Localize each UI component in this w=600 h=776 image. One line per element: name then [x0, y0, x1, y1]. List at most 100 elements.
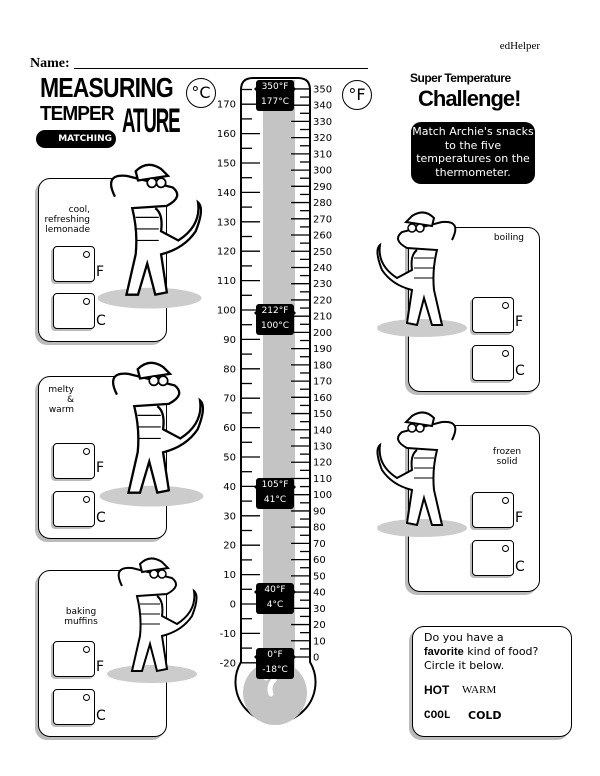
- marker-celsius: 100°C: [261, 320, 289, 331]
- unit-label-c: C: [96, 708, 106, 724]
- celsius-tick-label: 110: [217, 276, 236, 287]
- favorite-bold: favorite: [424, 646, 464, 658]
- answer-box-celsius[interactable]: [53, 689, 95, 725]
- celsius-tick-label: 10: [223, 570, 236, 581]
- word-hot[interactable]: HOT: [424, 683, 450, 697]
- marker-celsius: 4°C: [266, 600, 284, 611]
- gator-pizza-illustration: [70, 360, 210, 510]
- snack-caption: frozen solid: [492, 447, 522, 467]
- challenge-instructions: Match Archie's snacks to the five temper…: [411, 122, 535, 184]
- celsius-tick-label: 160: [217, 129, 236, 140]
- marker-fahrenheit: 105°F: [261, 479, 289, 490]
- fahrenheit-tick-label: 70: [313, 539, 326, 550]
- answer-box-celsius[interactable]: [53, 491, 95, 527]
- fahrenheit-tick-label: 260: [313, 231, 332, 242]
- snack-caption: melty & warm: [48, 385, 74, 415]
- challenge-title: Challenge!: [418, 86, 521, 111]
- fahrenheit-tick-label: 160: [313, 393, 332, 404]
- celsius-symbol: °C: [186, 78, 216, 108]
- unit-label-c: C: [515, 559, 525, 575]
- name-label: Name:: [30, 56, 70, 71]
- fahrenheit-tick-label: 240: [313, 263, 332, 274]
- celsius-tick-label: 40: [223, 482, 236, 493]
- fahrenheit-tick-label: 100: [313, 490, 332, 501]
- fahrenheit-tick-label: 280: [313, 198, 332, 209]
- fahrenheit-tick-label: 350: [313, 84, 332, 95]
- unit-label-f: F: [96, 460, 105, 476]
- celsius-tick-label: 150: [217, 159, 236, 170]
- fahrenheit-tick-label: 30: [313, 604, 326, 615]
- celsius-tick-label: -10: [220, 629, 236, 640]
- title-line2: TEMPER: [40, 103, 114, 125]
- answer-box-fahrenheit[interactable]: [472, 297, 514, 333]
- fahrenheit-tick-label: 330: [313, 117, 332, 128]
- unit-label-c: C: [515, 363, 525, 379]
- fahrenheit-tick-label: 110: [313, 474, 332, 485]
- favorite-post: kind of food?: [467, 645, 539, 658]
- favorite-food-card: [412, 626, 572, 737]
- fahrenheit-tick-label: 310: [313, 149, 332, 160]
- fahrenheit-tick-label: 200: [313, 328, 332, 339]
- answer-box-fahrenheit[interactable]: [53, 443, 95, 479]
- answer-box-celsius[interactable]: [53, 293, 95, 329]
- fahrenheit-tick-label: 50: [313, 571, 326, 582]
- fahrenheit-tick-label: 40: [313, 588, 326, 599]
- word-cold[interactable]: COLD: [468, 709, 502, 722]
- fahrenheit-tick-label: 270: [313, 214, 332, 225]
- title-line1: MEASURING: [40, 72, 174, 103]
- fahrenheit-tick-label: 150: [313, 409, 332, 420]
- matching-badge: MATCHING: [36, 130, 116, 148]
- fahrenheit-tick-label: 180: [313, 360, 332, 371]
- favorite-line3: Circle it below.: [424, 659, 505, 672]
- answer-box-fahrenheit[interactable]: [53, 641, 95, 677]
- celsius-tick-label: 70: [223, 394, 236, 405]
- fahrenheit-tick-label: 80: [313, 523, 326, 534]
- celsius-tick-label: 80: [223, 364, 236, 375]
- fahrenheit-tick-label: 290: [313, 182, 332, 193]
- snack-caption: cool, refreshing lemonade: [44, 205, 90, 235]
- marker-fahrenheit: 40°F: [264, 585, 286, 596]
- fahrenheit-tick-label: 220: [313, 295, 332, 306]
- unit-label-f: F: [515, 510, 524, 526]
- fahrenheit-tick-label: 0: [313, 653, 319, 664]
- fahrenheit-tick-label: 340: [313, 101, 332, 112]
- fahrenheit-tick-label: 130: [313, 442, 332, 453]
- marker-fahrenheit: 212°F: [261, 305, 289, 316]
- temperature-marker: 212°F 100°C: [254, 303, 296, 335]
- temperature-marker: 105°F 41°C: [254, 477, 296, 509]
- answer-box-fahrenheit[interactable]: [472, 492, 514, 528]
- snack-caption: baking muffins: [64, 607, 98, 627]
- word-warm[interactable]: WARM: [462, 684, 497, 696]
- answer-box-celsius[interactable]: [472, 345, 514, 381]
- celsius-tick-label: 20: [223, 541, 236, 552]
- fahrenheit-tick-label: 230: [313, 279, 332, 290]
- fahrenheit-tick-label: 250: [313, 247, 332, 258]
- celsius-tick-label: 0: [230, 600, 236, 611]
- name-input-line[interactable]: [74, 68, 368, 69]
- fahrenheit-tick-label: 320: [313, 133, 332, 144]
- fahrenheit-tick-label: 140: [313, 425, 332, 436]
- fahrenheit-tick-label: 20: [313, 620, 326, 631]
- marker-celsius: 41°C: [263, 494, 287, 505]
- fahrenheit-tick-label: 210: [313, 312, 332, 323]
- celsius-tick-label: 100: [217, 306, 236, 317]
- celsius-tick-label: 120: [217, 247, 236, 258]
- brand-label: edHelper: [499, 40, 540, 52]
- answer-box-fahrenheit[interactable]: [53, 246, 95, 282]
- snack-caption: boiling: [493, 233, 524, 243]
- celsius-tick-label: -20: [220, 658, 236, 669]
- celsius-tick-label: 60: [223, 423, 236, 434]
- fahrenheit-tick-label: 300: [313, 166, 332, 177]
- favorite-pre: Do you have a: [424, 631, 504, 644]
- celsius-tick-label: 130: [217, 217, 236, 228]
- celsius-tick-label: 90: [223, 335, 236, 346]
- answer-box-celsius[interactable]: [472, 540, 514, 576]
- celsius-tick-label: 140: [217, 188, 236, 199]
- unit-label-f: F: [96, 659, 105, 675]
- word-cool[interactable]: COOL: [424, 710, 451, 722]
- unit-label-c: C: [96, 313, 106, 329]
- fahrenheit-tick-label: 10: [313, 636, 326, 647]
- celsius-tick-label: 30: [223, 511, 236, 522]
- challenge-subtitle: Super Temperature: [410, 71, 511, 85]
